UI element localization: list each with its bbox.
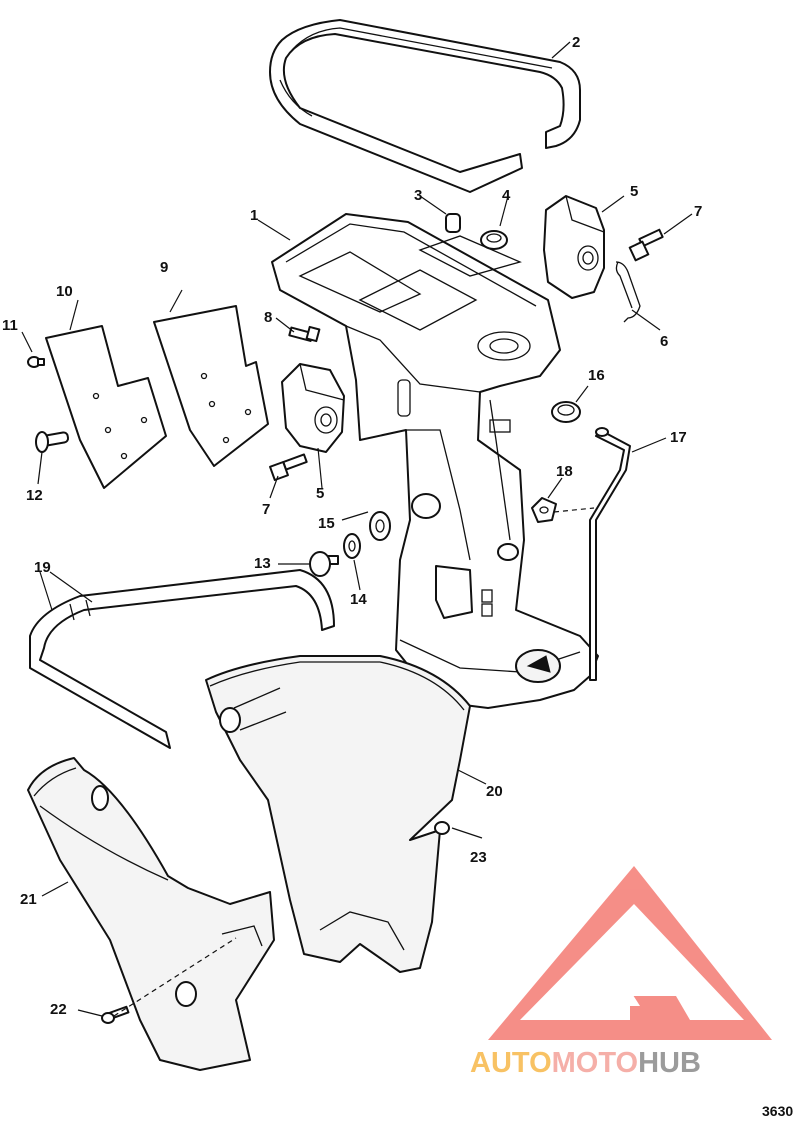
callout-14: 14 [350,591,367,608]
part-23-screw [434,821,450,835]
callout-22: 22 [50,1001,67,1018]
part-21-left-cowl [27,757,275,1071]
callout-7-upper: 7 [694,203,702,220]
automotohub-watermark: AUTOMOTOHUB [470,866,772,1079]
callout-16: 16 [588,367,605,384]
watermark-brand-hub: HUB [638,1047,701,1079]
callout-1: 1 [250,207,258,224]
watermark-triangle-logo [488,866,772,1040]
callout-2: 2 [572,34,580,51]
callout-17: 17 [670,429,687,446]
part-18-retainer [531,497,557,523]
callout-7-lower: 7 [262,501,270,518]
part-5-upper-mount [543,195,605,299]
callout-12: 12 [26,487,43,504]
callout-5-lower: 5 [316,485,324,502]
part-10-gasket [45,325,167,489]
callout-18: 18 [556,463,573,480]
watermark-brand-moto: MOTO [552,1047,638,1079]
callout-23: 23 [470,849,487,866]
callout-3: 3 [414,187,422,204]
callout-10: 10 [56,283,73,300]
svg-text:AUTOMOTOHUB: AUTOMOTOHUB [470,1047,701,1079]
callout-21: 21 [20,891,37,908]
callout-6: 6 [660,333,668,350]
part-12-fitting [35,431,70,453]
part-7-lower-bolt [269,453,308,481]
callout-labels: 2 1 3 4 5 7 6 9 10 11 8 16 17 18 12 5 7 … [2,34,702,1018]
part-17-tube [589,427,631,681]
callout-9: 9 [160,259,168,276]
part-16-bushing [551,401,581,423]
leader-lines [21,41,693,1017]
part-7-upper-bolt [628,228,664,262]
callout-13: 13 [254,555,271,572]
callout-20: 20 [486,783,503,800]
part-4-grommet [480,230,508,250]
part-3-pin [445,213,461,233]
part-14-washer [343,533,361,559]
part-15-washer [369,511,391,541]
callout-8: 8 [264,309,272,326]
part-11-screw [27,356,45,368]
figure-number: 3630 [762,1103,793,1119]
callout-4: 4 [502,187,511,204]
part-13-bolt [309,551,339,577]
part-9-plate [153,305,269,467]
part-19-lower-seal [29,569,335,749]
part-20-right-cowl [205,655,471,973]
callout-5-upper: 5 [630,183,638,200]
callout-11: 11 [2,317,18,334]
part-1-driveshaft-housing [271,213,599,709]
callout-15: 15 [318,515,335,532]
watermark-brand-auto: AUTO [470,1047,552,1079]
part-2-top-seal [269,19,581,193]
callout-19: 19 [34,559,51,576]
part-6-clip [615,261,641,323]
part-8-screw [288,325,321,343]
part-5-lower-mount [281,363,345,453]
